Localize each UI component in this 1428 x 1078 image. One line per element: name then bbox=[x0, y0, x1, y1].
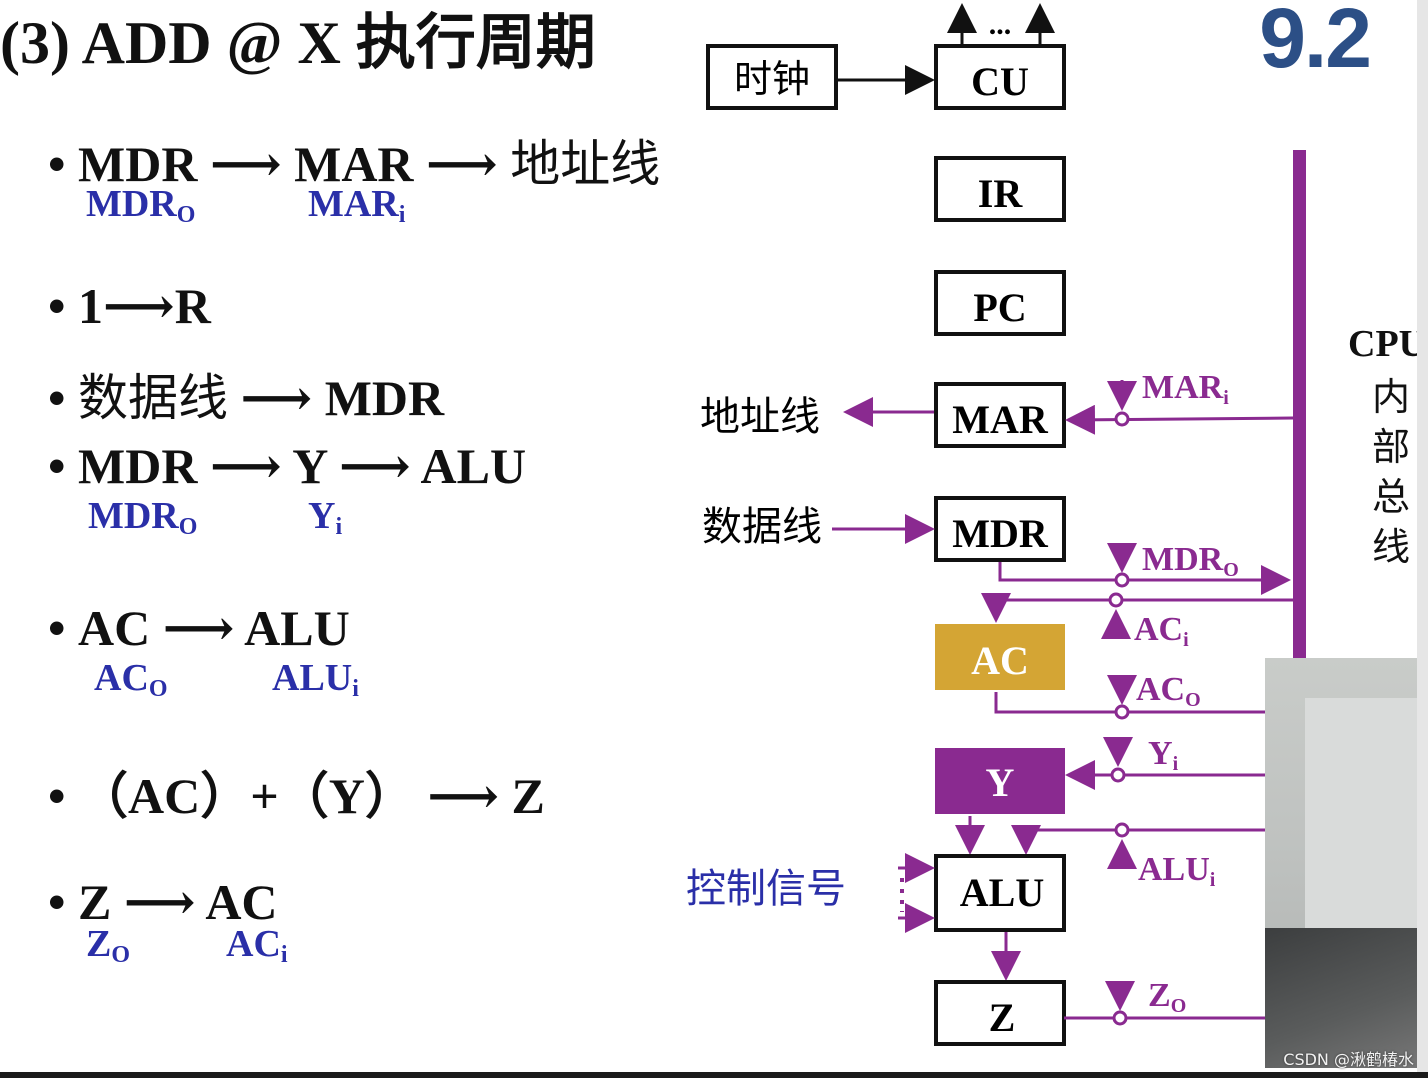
signal-mdr-o-2: MDRO bbox=[88, 495, 198, 540]
diagram-signal-y-i: Yi bbox=[1148, 735, 1179, 775]
bus-label-char-4: 线 bbox=[1372, 525, 1410, 569]
cu-label: CU bbox=[971, 59, 1029, 104]
alu-unit bbox=[934, 854, 1066, 932]
arrow-icon: ⟶ bbox=[426, 136, 498, 192]
address-bus-label: 地址线 bbox=[700, 394, 820, 440]
signal-ac-i: ACi bbox=[226, 923, 288, 968]
step-2: • 1⟶R bbox=[48, 278, 211, 334]
control-signal-label: 控制信号 bbox=[686, 866, 846, 912]
ir-register bbox=[934, 156, 1066, 222]
diagram-signal-ac-o: ACO bbox=[1136, 671, 1201, 711]
signal-ac-o: ACO bbox=[94, 657, 168, 702]
data-bus-label: 数据线 bbox=[702, 504, 822, 550]
diagram-signal-ac-i: ACi bbox=[1134, 611, 1189, 651]
signal-z-o: ZO bbox=[86, 923, 131, 968]
arrow-icon: ⟶ bbox=[103, 278, 175, 334]
z-label: Z bbox=[989, 995, 1016, 1040]
internal-bus bbox=[1293, 150, 1306, 670]
step-4: • MDR ⟶ Y ⟶ ALU bbox=[48, 438, 527, 494]
mdr-register bbox=[934, 496, 1066, 562]
signal-mar-i: MARi bbox=[308, 183, 406, 228]
bus-label-char-3: 总 bbox=[1372, 475, 1410, 519]
pc-register bbox=[934, 270, 1066, 336]
diagram-signal-mar-i: MARi bbox=[1142, 369, 1229, 409]
signal-y-i: Yi bbox=[308, 495, 343, 540]
z-register bbox=[934, 980, 1066, 1046]
step-7: • Z ⟶ AC bbox=[48, 874, 278, 930]
alu-label: ALU bbox=[960, 870, 1044, 915]
webcam-wall-panel bbox=[1305, 698, 1417, 958]
mar-register bbox=[934, 382, 1066, 448]
diagram-signal-alu-i: ALUi bbox=[1138, 851, 1216, 891]
signal-alu-i: ALUi bbox=[272, 657, 359, 702]
cu-output-dots: ... bbox=[989, 8, 1012, 41]
arrow-icon: ⟶ bbox=[209, 136, 282, 192]
diagram-signal-z-o: ZO bbox=[1148, 977, 1186, 1017]
signal-mdr-o: MDRO bbox=[86, 183, 196, 228]
diagram-signal-mdr-o: MDRO bbox=[1142, 541, 1239, 581]
clock-box bbox=[706, 44, 838, 110]
arrow-icon: ⟶ bbox=[162, 600, 235, 656]
slide-title: (3) ADD @ X 执行周期 bbox=[0, 10, 596, 76]
step-6: • （AC）+（Y） ⟶ Z bbox=[48, 768, 545, 824]
ir-label: IR bbox=[978, 171, 1024, 216]
ac-register bbox=[935, 624, 1065, 690]
pc-label: PC bbox=[973, 285, 1026, 330]
bottom-bar bbox=[0, 1072, 1428, 1078]
bus-label-char-1: 内 bbox=[1372, 375, 1410, 419]
bus-label-cpu: CPU bbox=[1348, 323, 1426, 365]
webcam-foreground bbox=[1265, 928, 1417, 1068]
arrow-icon: ⟶ bbox=[123, 874, 196, 930]
step-5: • AC ⟶ ALU bbox=[48, 600, 350, 656]
webcam-overlay bbox=[1265, 658, 1417, 1068]
cu-register bbox=[934, 44, 1066, 110]
arrow-icon: ⟶ bbox=[240, 370, 313, 426]
ac-label: AC bbox=[971, 638, 1029, 683]
step-1: • MDR ⟶ MAR ⟶ 地址线 bbox=[48, 135, 661, 193]
arrow-icon: ⟶ bbox=[339, 438, 411, 494]
mdr-label: MDR bbox=[952, 511, 1049, 556]
y-label: Y bbox=[986, 760, 1015, 805]
y-register bbox=[935, 748, 1065, 814]
bus-label-char-2: 部 bbox=[1372, 425, 1410, 469]
clock-label: 时钟 bbox=[734, 57, 810, 101]
mar-label: MAR bbox=[952, 397, 1049, 442]
watermark: CSDN @湫鹤椿水 bbox=[1283, 1050, 1414, 1069]
section-badge: 9.2 bbox=[1259, 0, 1372, 85]
arrow-icon: ⟶ bbox=[427, 768, 500, 824]
arrow-icon: ⟶ bbox=[209, 438, 282, 494]
step-3: • 数据线 ⟶ MDR bbox=[48, 369, 445, 427]
